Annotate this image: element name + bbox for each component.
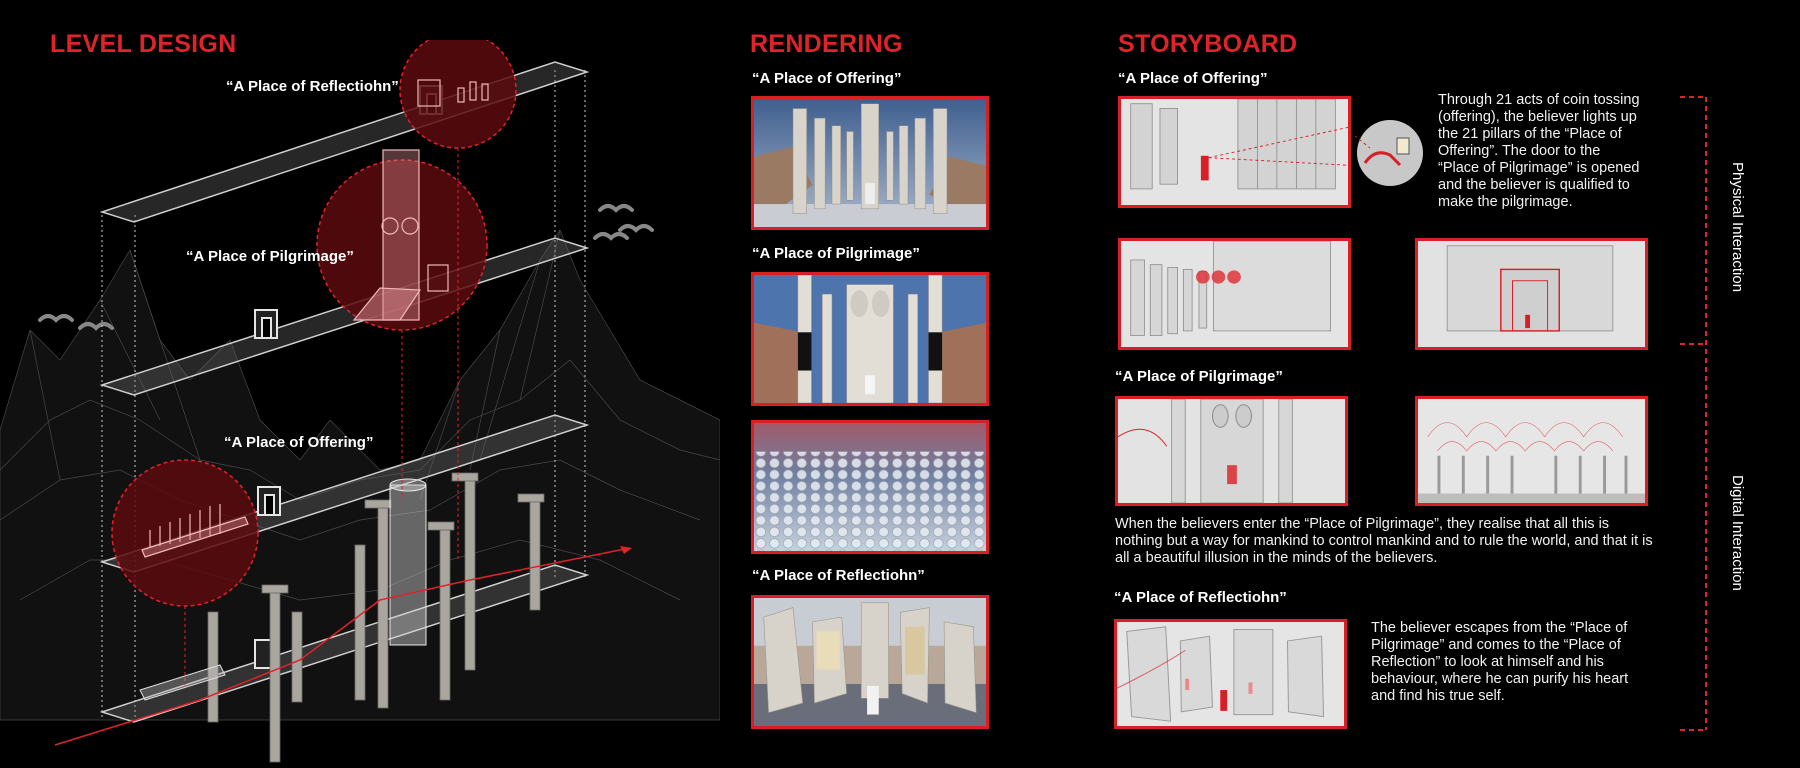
storyboard-offering-frame-2 (1118, 238, 1351, 350)
storyboard-reflection-frame (1114, 619, 1347, 729)
render-crowd-image (751, 420, 989, 554)
path-arrow (54, 547, 631, 746)
storyboard-text-offering: Through 21 acts of coin tossing (offerin… (1438, 92, 1640, 210)
rendering-label-pilgrimage: “A Place of Pilgrimage” (752, 245, 920, 262)
storyboard-label-pilgrimage: “A Place of Pilgrimage” (1115, 368, 1283, 385)
digital-interaction-label: Digital Interaction (1729, 475, 1746, 591)
level-design-diagram (0, 40, 720, 763)
render-offering-image (751, 96, 989, 230)
storyboard-pilgrimage-frame-1 (1115, 396, 1348, 506)
storyboard-offering-frame-3 (1415, 238, 1648, 350)
birds-icon (38, 204, 654, 331)
storyboard-text-pilgrimage: When the believers enter the “Place of P… (1115, 516, 1653, 566)
storyboard-label-reflection: “A Place of Reflectiohn” (1114, 589, 1287, 606)
level-design-title: LEVEL DESIGN (50, 30, 237, 58)
label-place-of-offering: “A Place of Offering” (224, 434, 374, 451)
label-place-of-reflection: “A Place of Reflectiohn” (226, 78, 399, 95)
rendering-label-offering: “A Place of Offering” (752, 70, 902, 87)
storyboard-pilgrimage-frame-2 (1415, 396, 1648, 506)
render-reflection-image (751, 595, 989, 729)
storyboard-text-reflection: The believer escapes from the “Place of … (1371, 620, 1629, 704)
storyboard-offering-frame-1 (1118, 96, 1351, 208)
interaction-bracket (1680, 96, 1707, 731)
physical-interaction-label: Physical Interaction (1729, 162, 1746, 293)
storyboard-title: STORYBOARD (1118, 30, 1298, 58)
rendering-label-reflection: “A Place of Reflectiohn” (752, 567, 925, 584)
rendering-title: RENDERING (750, 30, 903, 58)
highlight-circle-offering (111, 459, 259, 607)
storyboard-label-offering: “A Place of Offering” (1118, 70, 1268, 87)
hand-coin-icon (1355, 120, 1423, 186)
render-pilgrimage-image (751, 272, 989, 406)
label-place-of-pilgrimage: “A Place of Pilgrimage” (186, 248, 354, 265)
